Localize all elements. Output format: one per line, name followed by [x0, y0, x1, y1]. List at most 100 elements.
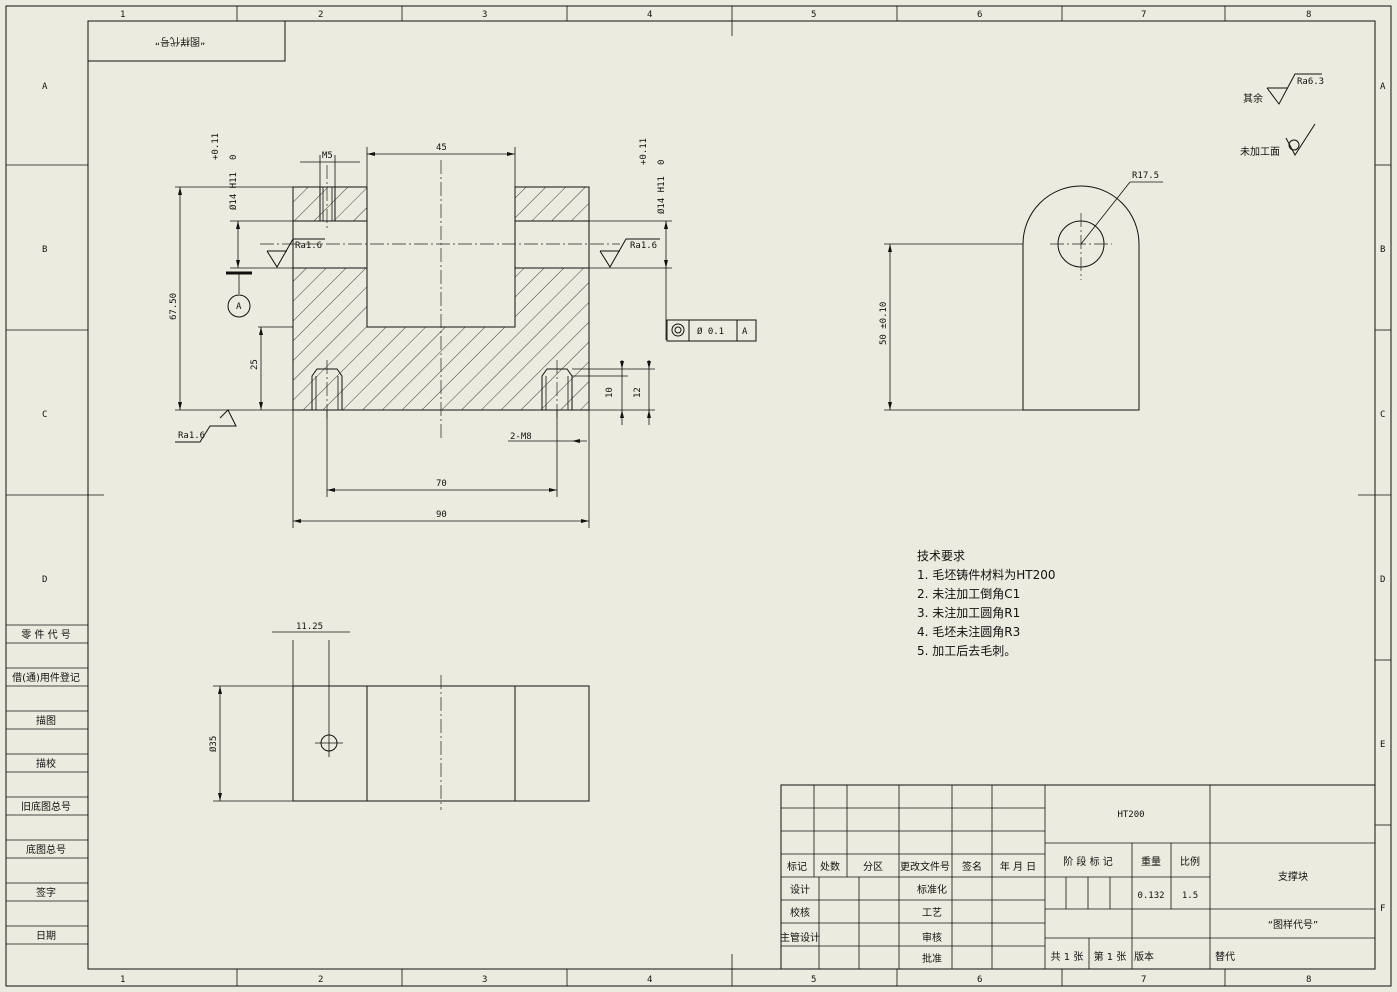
row-labels-left: A B C D — [42, 82, 48, 585]
row-label: A — [1380, 82, 1386, 92]
col-label: 1 — [120, 975, 125, 985]
dim-r175: R17.5 — [1132, 171, 1159, 181]
note-item: 3. 未注加工圆角R1 — [917, 605, 1020, 620]
row-label: F — [1380, 904, 1385, 914]
dim-35: Ø35 — [208, 736, 219, 752]
row-label: C — [42, 410, 47, 420]
col-label: 8 — [1306, 975, 1311, 985]
col-label: 7 — [1141, 10, 1146, 20]
dim-90: 90 — [436, 510, 447, 520]
tb-replace: 替代 — [1215, 950, 1235, 963]
note-item: 5. 加工后去毛刺。 — [917, 644, 1016, 658]
tolerance-value: Ø 0.1 — [697, 326, 724, 337]
strip-label: 旧底图总号 — [21, 800, 71, 813]
roughness-other: 其余 Ra6.3 — [1243, 73, 1324, 105]
title-block: 标记 处数 分区 更改文件号 签名 年 月 日 设计 校核 主管设计 标准化 工… — [780, 784, 1376, 970]
tb-stage-label: 阶 段 标 记 — [1063, 855, 1113, 868]
row-label: C — [1380, 410, 1385, 420]
tb-drawing-code: “图样代号” — [1268, 918, 1318, 931]
tolerance-frame: Ø 0.1 A — [666, 319, 757, 342]
col-label: 3 — [482, 10, 487, 20]
tb-scale-label: 比例 — [1180, 855, 1200, 868]
strip-label: 借(通)用件登记 — [12, 671, 80, 684]
col-label: 6 — [977, 10, 982, 20]
tb-header: 签名 — [962, 860, 982, 873]
unmachined-symbol-icon — [1285, 123, 1316, 156]
tb-row: 校核 — [790, 906, 810, 919]
tol-left-zero: 0 — [229, 155, 239, 160]
ra-right: Ra1.6 — [630, 241, 657, 251]
tb-mid-row: 标准化 — [917, 883, 947, 896]
col-label: 4 — [647, 975, 652, 985]
tol-right: +0.11 — [639, 138, 649, 165]
dim-12: 12 — [633, 387, 643, 398]
col-label: 7 — [1141, 975, 1146, 985]
corner-box-text: “图样代号” — [155, 35, 205, 48]
col-label: 4 — [647, 10, 652, 20]
tb-header: 处数 — [820, 860, 840, 873]
col-label: 3 — [482, 975, 487, 985]
top-view: 11.25 Ø35 — [208, 622, 590, 810]
left-strip-grid — [6, 624, 88, 945]
strip-label: 日期 — [36, 930, 56, 942]
row-label: E — [1380, 740, 1385, 750]
tol-left: +0.11 — [211, 133, 221, 160]
tb-header: 分区 — [863, 861, 883, 873]
dim-hole-left: Ø14 H11 — [228, 172, 239, 210]
concentricity-icon — [674, 326, 682, 334]
roughness-symbol-icon — [1266, 73, 1322, 105]
roughness-other-value: Ra6.3 — [1297, 77, 1324, 87]
tb-mid-row: 工艺 — [922, 907, 942, 919]
datum-label: A — [236, 302, 242, 312]
row-labels-right: A B C D E F — [1380, 82, 1386, 914]
dim-2m8: 2-M8 — [510, 432, 532, 442]
tb-mid-row: 批准 — [922, 952, 942, 965]
tb-weight-label: 重量 — [1141, 855, 1161, 868]
side-view: R17.5 50 ±0.10 — [879, 171, 1163, 411]
tb-mid-row: 审核 — [922, 931, 942, 944]
tb-row: 主管设计 — [780, 931, 820, 944]
strip-label: 描校 — [36, 757, 56, 770]
col-label: 2 — [318, 975, 323, 985]
roughness-unmachined-label: 未加工面 — [1240, 146, 1280, 158]
note-item: 4. 毛坯未注圆角R3 — [917, 624, 1020, 639]
tb-sheet-no: 第 1 张 — [1094, 950, 1127, 963]
dim-m5: M5 — [322, 151, 333, 161]
dim-10: 10 — [605, 387, 615, 398]
strip-label: 零 件 代 号 — [21, 629, 71, 641]
dim-1125: 11.25 — [296, 622, 323, 632]
row-label: A — [42, 82, 48, 92]
left-strip-labels: 零 件 代 号 借(通)用件登记 描图 描校 旧底图总号 底图总号 签字 日期 — [12, 629, 80, 942]
inner-border — [87, 20, 1376, 970]
tb-header: 年 月 日 — [1000, 860, 1036, 873]
tol-right-zero: 0 — [657, 160, 667, 165]
col-label: 2 — [318, 10, 323, 20]
outer-border — [5, 5, 1392, 987]
ra-bottom: Ra1.6 — [178, 431, 205, 441]
tb-material: HT200 — [1117, 810, 1144, 820]
col-label: 5 — [811, 975, 816, 985]
notes-title: 技术要求 — [917, 549, 965, 563]
strip-label: 签字 — [36, 886, 56, 899]
tb-sheet-total: 共 1 张 — [1051, 951, 1084, 963]
tb-row: 设计 — [790, 883, 810, 896]
col-label: 6 — [977, 975, 982, 985]
dim-45: 45 — [436, 143, 447, 153]
ra-left: Ra1.6 — [295, 241, 322, 251]
tb-header: 更改文件号 — [900, 860, 950, 873]
row-label: D — [42, 575, 47, 585]
tb-header: 标记 — [787, 861, 807, 873]
row-label: B — [42, 245, 47, 255]
datum-circle — [227, 294, 251, 318]
technical-notes: 技术要求 1. 毛坯铸件材料为HT200 2. 未注加工倒角C1 3. 未注加工… — [917, 549, 1056, 658]
tb-scale-value: 1.5 — [1182, 891, 1198, 901]
note-item: 1. 毛坯铸件材料为HT200 — [917, 567, 1056, 582]
tolerance-datum: A — [742, 327, 748, 337]
col-label: 1 — [120, 10, 125, 20]
strip-label: 描图 — [36, 714, 56, 727]
dim-67: 67.50 — [169, 293, 179, 320]
front-view: 45 M5 Ø14 H11 +0.11 0 Ø14 H11 +0.11 0 Ra… — [169, 133, 672, 528]
tb-weight-value: 0.132 — [1137, 891, 1164, 901]
row-label: D — [1380, 575, 1385, 585]
